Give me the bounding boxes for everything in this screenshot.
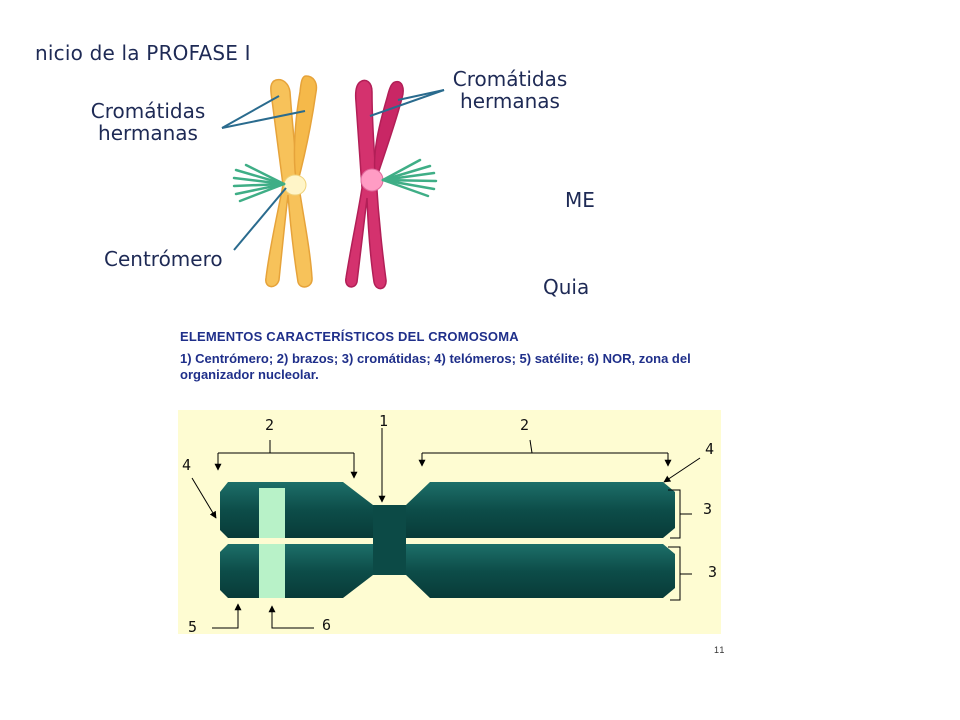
label-cromatidas-right-line2: hermanas: [460, 89, 560, 113]
profase-title: nicio de la PROFASE I: [35, 41, 251, 65]
chromosome-structure-diagram: 1 2 2 3 3 4 4 5 6: [178, 410, 721, 634]
telomere-arrow-left: [191, 477, 217, 519]
label-cromatidas-left: Cromátidas hermanas: [84, 100, 212, 144]
spindle-fibers-right: [381, 158, 438, 198]
nor-band-upper: [259, 488, 285, 538]
label-centromero: Centrómero: [104, 247, 223, 271]
nor-band-lower: [259, 544, 285, 598]
arm-bracket-left: [214, 440, 358, 479]
number-2-left-arm: 2: [265, 416, 274, 434]
upper-chromatid: [220, 482, 675, 538]
nor-arrow: [268, 605, 314, 629]
satellite-arrow: [212, 603, 242, 629]
cut-text-fragment-me: ME: [565, 188, 595, 212]
number-1-centromere: 1: [379, 412, 388, 430]
section-heading: ELEMENTOS CARACTERÍSTICOS DEL CROMOSOMA: [180, 329, 519, 344]
label-cromatidas-right: Cromátidas hermanas: [446, 68, 574, 112]
label-cromatidas-left-line1: Cromátidas: [90, 99, 206, 123]
telomere-arrow-right: [663, 457, 701, 483]
number-4-right-telomere: 4: [705, 440, 714, 458]
arm-bracket-right: [418, 439, 672, 467]
label-cromatidas-left-line2: hermanas: [98, 121, 198, 145]
number-5-satellite: 5: [188, 618, 197, 634]
number-4-left-telomere: 4: [182, 456, 191, 474]
label-cromatidas-right-line1: Cromátidas: [452, 67, 568, 91]
section-description: 1) Centrómero; 2) brazos; 3) cromátidas;…: [180, 351, 691, 382]
number-3-upper-chromatid: 3: [703, 500, 712, 518]
page-number: 11: [714, 645, 726, 655]
lower-chromatid: [220, 544, 675, 598]
number-2-right-arm: 2: [520, 416, 529, 434]
number-3-lower-chromatid: 3: [708, 563, 717, 581]
label-pointer-lines: [221, 89, 445, 251]
spindle-fibers-left: [232, 163, 286, 203]
number-6-nor: 6: [322, 616, 331, 634]
centromere-region: [373, 505, 406, 575]
yellow-chromosome: [265, 75, 318, 288]
cut-text-fragment-quia: Quia: [543, 275, 590, 299]
prophase-chromosomes-illustration: [221, 75, 445, 290]
chromatid-brackets: [668, 489, 692, 601]
